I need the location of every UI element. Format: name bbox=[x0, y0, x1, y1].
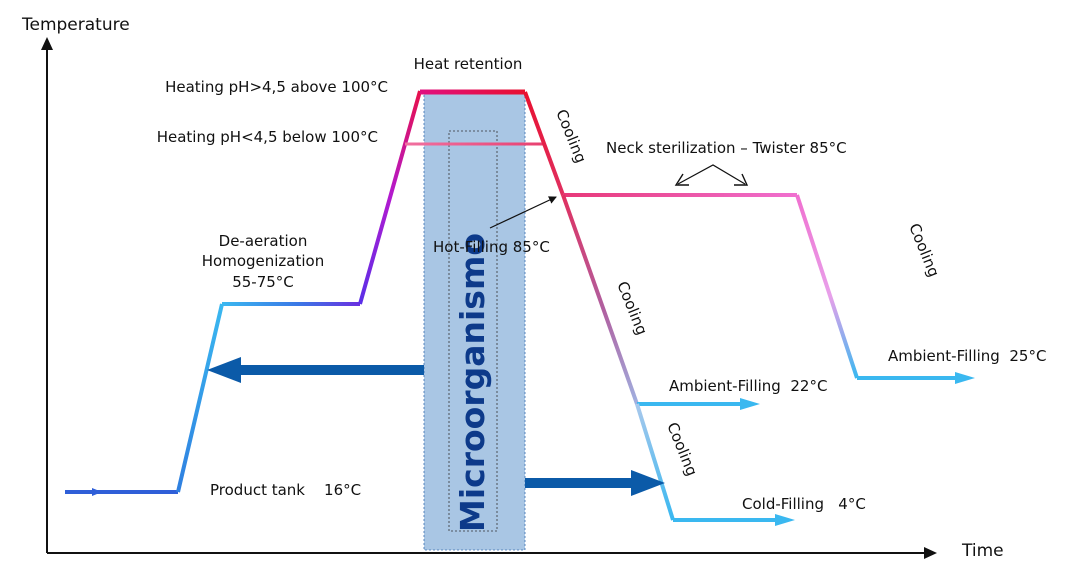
cooling-label-4: Cooling bbox=[905, 221, 943, 280]
heating-rise bbox=[358, 90, 422, 305]
ambient-22-arrowhead-icon bbox=[740, 398, 760, 410]
y-axis-arrowhead-icon bbox=[41, 37, 53, 50]
microorganism-inner-box bbox=[448, 130, 498, 532]
cooling-label-2: Cooling bbox=[613, 279, 651, 338]
left-flow-arrow-icon bbox=[207, 357, 424, 383]
product-tank-arrowhead-icon bbox=[92, 488, 102, 496]
right-flow-arrow-icon bbox=[525, 470, 665, 496]
microorganism-band-fill bbox=[423, 92, 526, 551]
y-axis-title: Temperature bbox=[21, 15, 130, 35]
flow-arrows bbox=[207, 357, 665, 496]
axes: Temperature Time bbox=[21, 15, 1004, 561]
cooling-label-3: Cooling bbox=[663, 420, 701, 479]
ambient-filling-25-label: Ambient-Filling 25°C bbox=[888, 347, 1046, 365]
cold-filling-label: Cold-Filling 4°C bbox=[742, 495, 866, 513]
deaeration-label-line2: Homogenization bbox=[202, 252, 324, 270]
cooling-label-1: Cooling bbox=[552, 107, 590, 166]
rise-to-deaeration bbox=[176, 303, 224, 493]
microorganism-band: Microorganismo bbox=[423, 92, 526, 551]
cold-filling-arrowhead-icon bbox=[775, 514, 795, 526]
heating-low-label: Heating pH<4,5 below 100°C bbox=[157, 128, 378, 146]
neck-pointer-left-head-icon bbox=[674, 173, 689, 186]
ambient-filling-22-label: Ambient-Filling 22°C bbox=[669, 377, 827, 395]
heating-high-label: Heating pH>4,5 above 100°C bbox=[165, 78, 388, 96]
hot-filling-pointer bbox=[489, 196, 557, 229]
heat-retention-label: Heat retention bbox=[414, 55, 523, 73]
ambient-25-arrowhead-icon bbox=[955, 372, 975, 384]
cooling-to-ambient-22 bbox=[561, 194, 639, 405]
cooling-to-ambient-25 bbox=[795, 194, 859, 379]
hot-filling-label: Hot-Filling 85°C bbox=[433, 238, 550, 256]
neck-pointer-right-head-icon bbox=[734, 173, 749, 186]
x-axis-arrowhead-icon bbox=[924, 547, 937, 559]
neck-sterilization-pointer bbox=[677, 164, 746, 185]
deaeration-label-line3: 55-75°C bbox=[232, 273, 294, 291]
microorganism-label: Microorganismo bbox=[453, 233, 492, 532]
product-tank-label: Product tank 16°C bbox=[210, 481, 361, 499]
deaeration-label-line1: De-aeration bbox=[219, 232, 308, 250]
labels: Heat retention Heating pH>4,5 above 100°… bbox=[157, 55, 1047, 513]
x-axis-title: Time bbox=[961, 541, 1004, 561]
cooling-to-hot-filling bbox=[523, 91, 565, 196]
temperature-profile bbox=[65, 89, 975, 526]
neck-sterilization-label: Neck sterilization – Twister 85°C bbox=[606, 139, 847, 157]
pointer-arrows bbox=[489, 164, 749, 229]
cooling-to-cold-filling bbox=[635, 403, 675, 521]
